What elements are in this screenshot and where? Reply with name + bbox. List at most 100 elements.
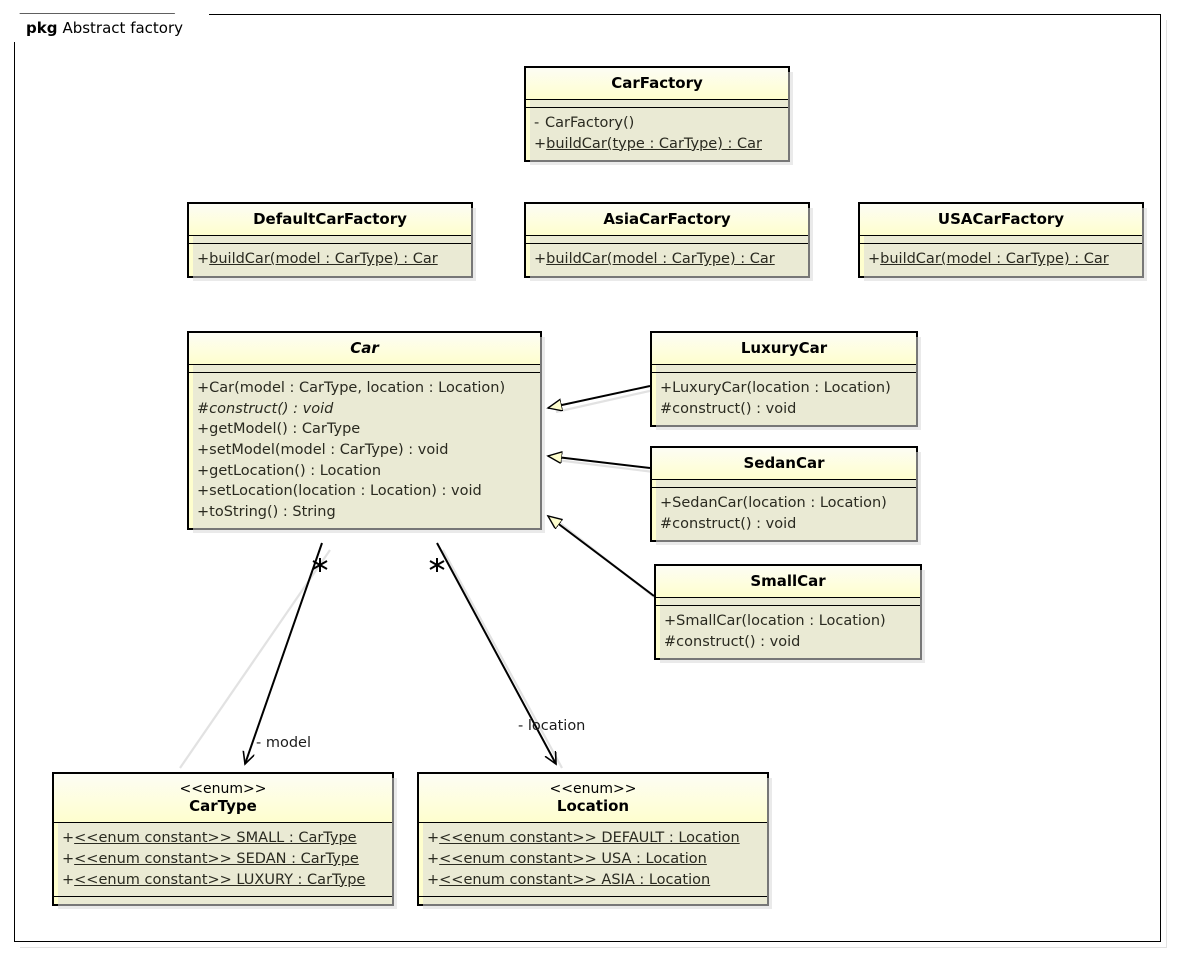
method-signature: SedanCar(location : Location) xyxy=(672,495,887,512)
enum-constant-signature: <<enum constant>> USA : Location xyxy=(439,850,707,867)
class-box-location[interactable]: <<enum>> Location +<<enum constant>> DEF… xyxy=(417,772,772,910)
enum-constant-signature: <<enum constant>> LUXURY : CarType xyxy=(74,871,366,888)
method-row: +buildCar(type : CarType) : Car xyxy=(534,134,780,155)
class-separator xyxy=(189,243,471,245)
method-signature: setModel(model : CarType) : void xyxy=(209,441,449,458)
visibility-marker: + xyxy=(62,830,75,847)
association-label-location: - location xyxy=(518,718,586,734)
methods-compartment-location xyxy=(419,897,767,904)
methods-compartment-sedancar: +SedanCar(location : Location) #construc… xyxy=(652,488,916,540)
class-separator xyxy=(189,372,540,374)
visibility-marker: + xyxy=(427,871,440,888)
visibility-marker: + xyxy=(197,503,210,520)
class-box-carfactory[interactable]: CarFactory -CarFactory() +buildCar(type … xyxy=(524,66,793,166)
class-box-asiacarfactory[interactable]: AsiaCarFactory +buildCar(model : CarType… xyxy=(524,202,813,281)
class-separator xyxy=(860,243,1142,245)
class-separator xyxy=(652,479,916,481)
enum-name: Location xyxy=(556,797,630,816)
class-separator xyxy=(526,107,788,109)
visibility-marker: + xyxy=(868,251,881,268)
visibility-marker: + xyxy=(427,830,440,847)
visibility-marker: + xyxy=(660,380,673,397)
method-row: +getLocation() : Location xyxy=(197,461,532,482)
class-title-defaultcarfactory: DefaultCarFactory xyxy=(189,204,471,236)
class-box-car[interactable]: Car +Car(model : CarType, location : Loc… xyxy=(187,331,545,534)
class-separator xyxy=(54,896,392,898)
class-box-usacarfactory[interactable]: USACarFactory +buildCar(model : CarType)… xyxy=(858,202,1147,281)
constants-compartment-cartype: +<<enum constant>> SMALL : CarType +<<en… xyxy=(54,823,392,896)
attributes-compartment-luxurycar xyxy=(652,365,916,372)
visibility-marker: # xyxy=(660,515,673,532)
method-row: #construct() : void xyxy=(664,632,912,653)
class-separator xyxy=(656,605,920,607)
package-keyword: pkg xyxy=(26,19,58,37)
visibility-marker: + xyxy=(197,421,210,438)
method-signature: getLocation() : Location xyxy=(209,462,382,479)
class-separator xyxy=(419,896,767,898)
method-signature: CarFactory() xyxy=(545,115,635,132)
method-signature: buildCar(type : CarType) : Car xyxy=(546,135,762,152)
enum-constant-row: +<<enum constant>> SMALL : CarType xyxy=(62,828,384,849)
method-signature: buildCar(model : CarType) : Car xyxy=(209,251,438,268)
class-title-smallcar: SmallCar xyxy=(656,566,920,598)
visibility-marker: + xyxy=(534,135,547,152)
multiplicity-star-model xyxy=(312,558,328,572)
class-box-luxurycar[interactable]: LuxuryCar +LuxuryCar(location : Location… xyxy=(650,331,921,431)
attributes-compartment-car xyxy=(189,365,540,372)
attributes-compartment-asiacarfactory xyxy=(526,236,808,243)
method-row: +SedanCar(location : Location) xyxy=(660,493,908,514)
methods-compartment-cartype xyxy=(54,897,392,904)
class-separator xyxy=(189,364,540,366)
class-box-smallcar[interactable]: SmallCar +SmallCar(location : Location) … xyxy=(654,564,925,664)
methods-compartment-asiacarfactory: +buildCar(model : CarType) : Car xyxy=(526,244,808,276)
method-signature: SmallCar(location : Location) xyxy=(676,613,886,630)
enum-constant-row: +<<enum constant>> DEFAULT : Location xyxy=(427,828,759,849)
method-row: +buildCar(model : CarType) : Car xyxy=(868,249,1134,270)
class-title-car: Car xyxy=(189,333,540,365)
class-separator xyxy=(189,235,471,237)
edge-car-to-location xyxy=(436,542,557,764)
edge-smallcar-to-car xyxy=(548,516,655,597)
class-box-cartype[interactable]: <<enum>> CarType +<<enum constant>> SMAL… xyxy=(52,772,397,910)
attributes-compartment-defaultcarfactory xyxy=(189,236,471,243)
edge-car-to-cartype xyxy=(245,542,323,764)
stereotype-label: <<enum>> xyxy=(549,781,637,797)
class-separator xyxy=(652,372,916,374)
visibility-marker: + xyxy=(664,613,677,630)
enum-constant-signature: <<enum constant>> SEDAN : CarType xyxy=(74,850,359,867)
visibility-marker: + xyxy=(197,251,210,268)
class-box-defaultcarfactory[interactable]: DefaultCarFactory +buildCar(model : CarT… xyxy=(187,202,476,281)
methods-compartment-defaultcarfactory: +buildCar(model : CarType) : Car xyxy=(189,244,471,276)
methods-compartment-usacarfactory: +buildCar(model : CarType) : Car xyxy=(860,244,1142,276)
method-row: +LuxuryCar(location : Location) xyxy=(660,378,908,399)
class-title-usacarfactory: USACarFactory xyxy=(860,204,1142,236)
constants-compartment-location: +<<enum constant>> DEFAULT : Location +<… xyxy=(419,823,767,896)
package-frame-shadow xyxy=(20,20,1167,948)
method-signature: LuxuryCar(location : Location) xyxy=(672,380,891,397)
enum-constant-row: +<<enum constant>> LUXURY : CarType xyxy=(62,870,384,891)
class-title-asiacarfactory: AsiaCarFactory xyxy=(526,204,808,236)
method-row: +Car(model : CarType, location : Locatio… xyxy=(197,378,532,399)
stereotype-label: <<enum>> xyxy=(179,781,267,797)
method-row: #construct() : void xyxy=(660,514,908,535)
visibility-marker: + xyxy=(197,380,210,397)
visibility-marker: + xyxy=(197,441,210,458)
method-signature: buildCar(model : CarType) : Car xyxy=(546,251,775,268)
method-row: -CarFactory() xyxy=(534,113,780,134)
method-signature: toString() : String xyxy=(209,503,336,520)
visibility-marker: + xyxy=(534,251,547,268)
enum-constant-row: +<<enum constant>> SEDAN : CarType xyxy=(62,849,384,870)
edge-luxurycar-to-car xyxy=(548,385,651,408)
class-box-sedancar[interactable]: SedanCar +SedanCar(location : Location) … xyxy=(650,446,921,546)
method-signature: setLocation(location : Location) : void xyxy=(209,483,482,500)
visibility-marker: + xyxy=(197,483,210,500)
methods-compartment-carfactory: -CarFactory() +buildCar(type : CarType) … xyxy=(526,108,788,160)
class-separator xyxy=(526,235,808,237)
enum-constant-row: +<<enum constant>> USA : Location xyxy=(427,849,759,870)
attributes-compartment-smallcar xyxy=(656,598,920,605)
visibility-marker: + xyxy=(62,871,75,888)
method-signature: Car(model : CarType, location : Location… xyxy=(209,380,506,397)
method-row: +buildCar(model : CarType) : Car xyxy=(534,249,800,270)
